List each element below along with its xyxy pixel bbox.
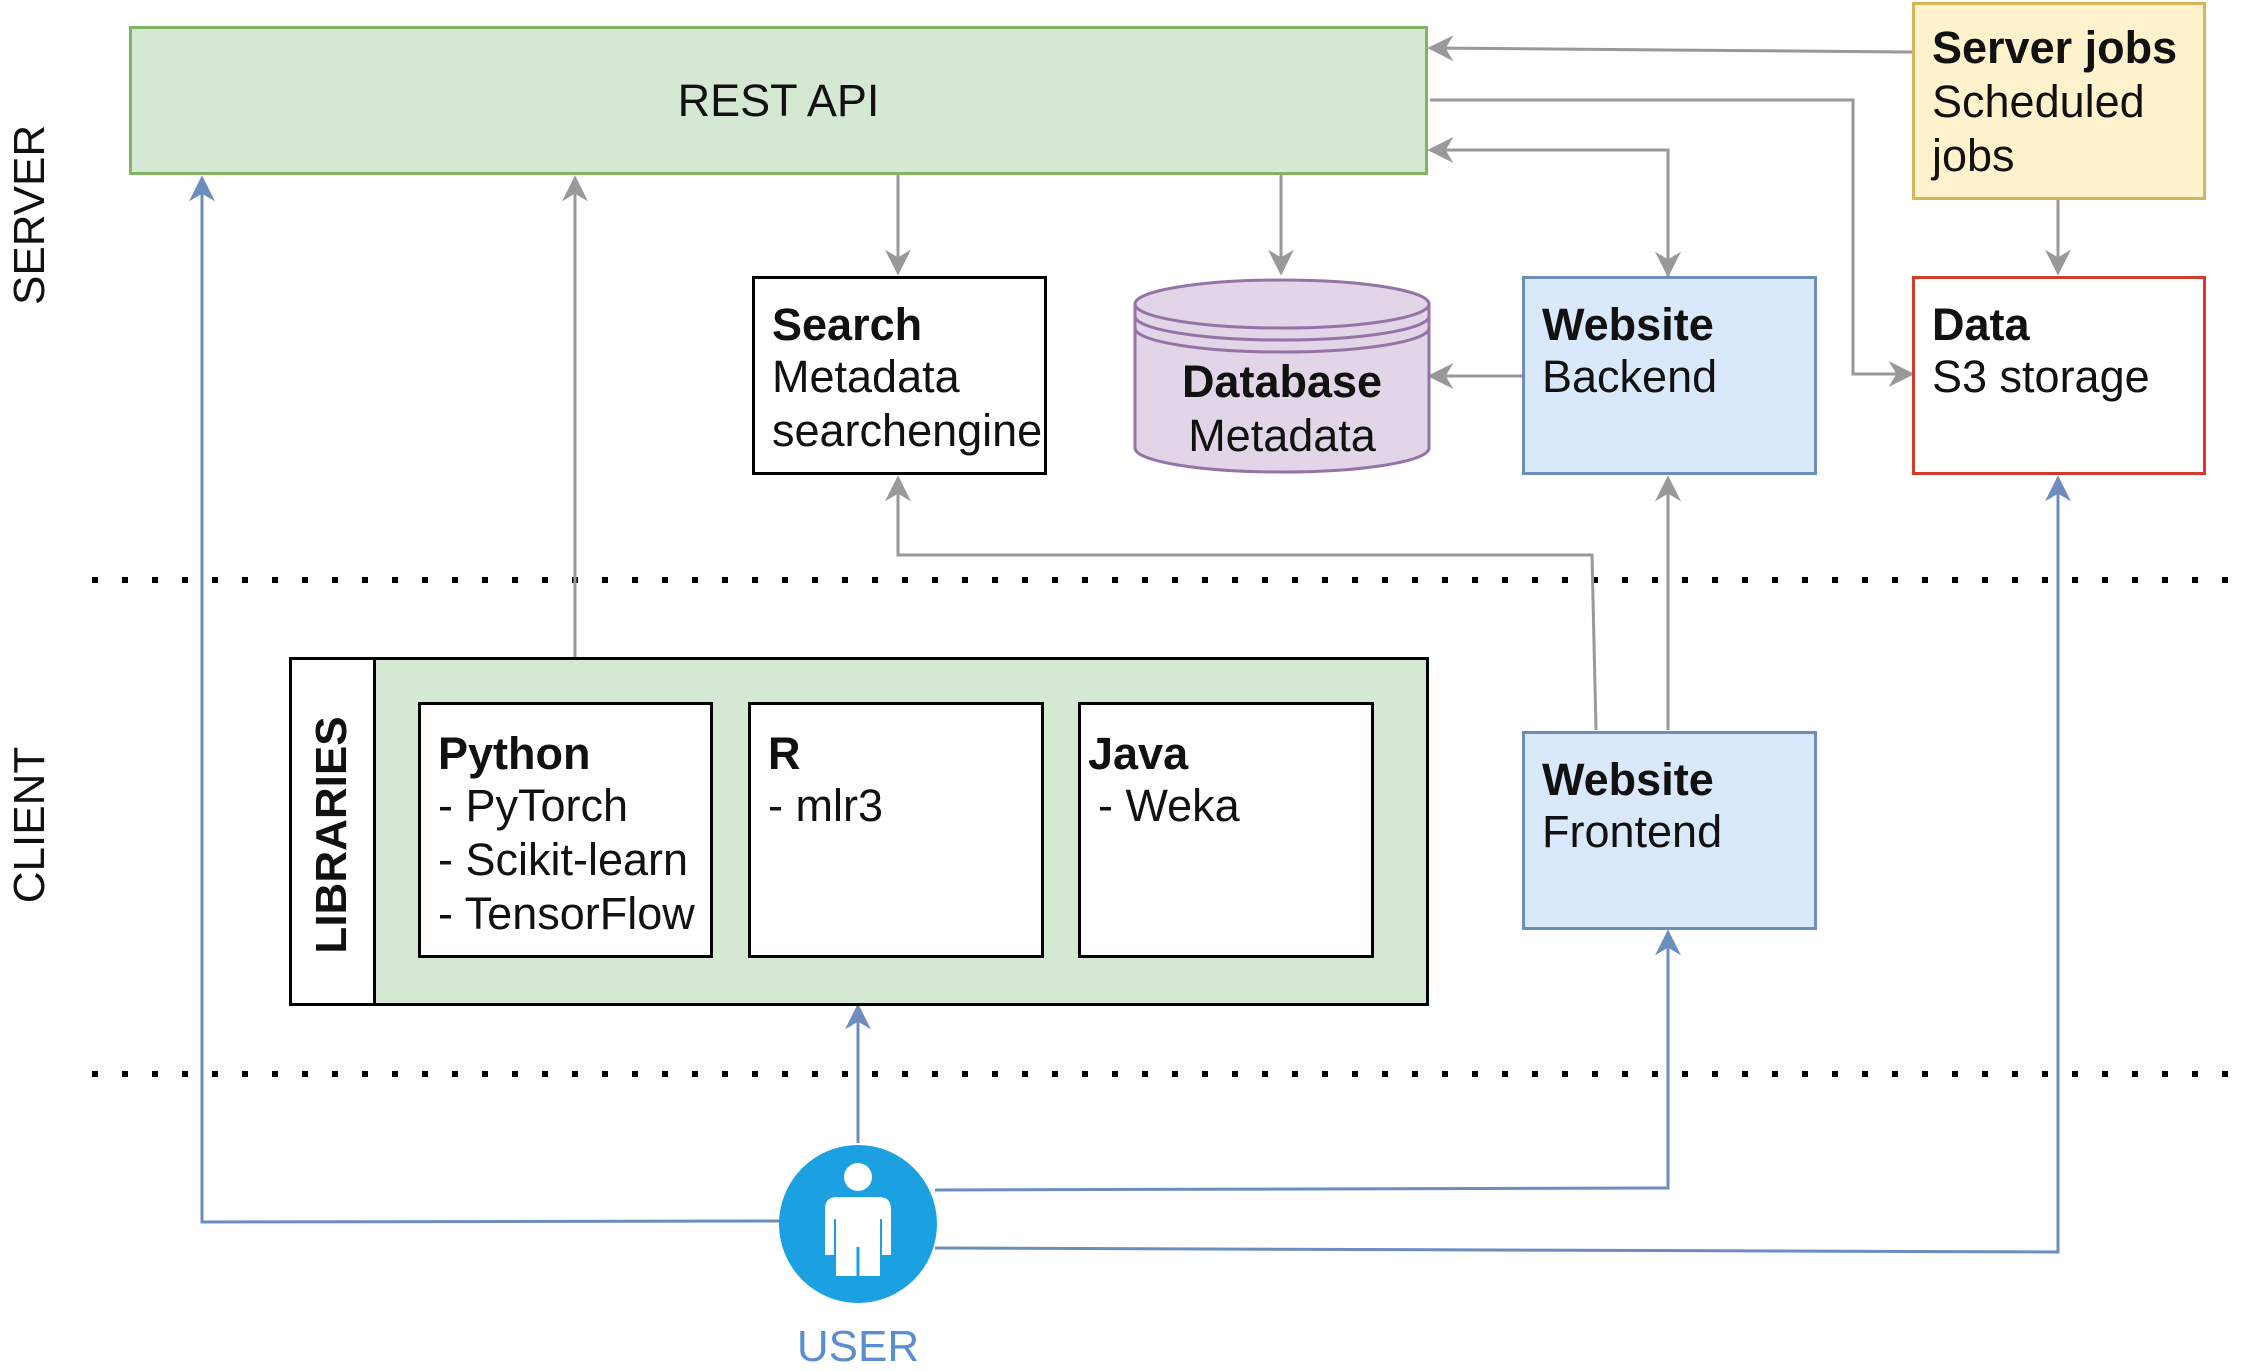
arrow-restapi-to-data (1430, 98, 1915, 387)
website-backend-title: Website (1542, 299, 1714, 350)
database-title: Database (1181, 356, 1383, 407)
library-python-title: Python (438, 728, 591, 779)
arrow-user-to-restapi (189, 175, 781, 1224)
library-python-item: - TensorFlow (438, 888, 695, 939)
user-label: USER (796, 1322, 920, 1371)
user-icon[interactable] (777, 1143, 939, 1305)
search-box[interactable]: Search Metadata searchengine (752, 276, 1047, 475)
library-java-item: - Weka (1098, 780, 1240, 831)
library-python-item: - Scikit-learn (438, 834, 689, 885)
library-python-box[interactable]: Python - PyTorch - Scikit-learn - Tensor… (418, 702, 713, 958)
data-title: Data (1932, 299, 2030, 350)
library-r-item: - mlr3 (768, 780, 883, 831)
arrow-user-to-frontend (934, 929, 1681, 1192)
arrow-backend-to-restapi (1427, 137, 1670, 277)
website-backend-box[interactable]: Website Backend (1522, 276, 1817, 475)
website-frontend-title: Website (1542, 754, 1714, 805)
library-r-title: R (768, 728, 801, 779)
rest-api-label: REST API (677, 75, 880, 126)
server-jobs-line2: jobs (1932, 130, 2015, 181)
arrow-serverjobs-to-restapi (1427, 35, 1913, 62)
website-backend-line1: Backend (1542, 351, 1718, 402)
arrow-user-to-data (934, 475, 2071, 1254)
search-line2: searchengine (772, 405, 1043, 456)
library-r-box[interactable]: R - mlr3 (748, 702, 1044, 958)
website-frontend-box[interactable]: Website Frontend (1522, 731, 1817, 930)
library-java-box[interactable]: Java - Weka (1078, 702, 1374, 958)
server-jobs-title: Server jobs (1932, 22, 2178, 73)
search-line1: Metadata (772, 351, 960, 402)
arrow-frontend-to-search (885, 475, 1598, 731)
libraries-label: LIBRARIES (307, 716, 356, 954)
data-storage-box[interactable]: Data S3 storage (1912, 276, 2206, 475)
data-line1: S3 storage (1932, 351, 2150, 402)
server-jobs-line1: Scheduled (1932, 76, 2145, 127)
libraries-label-strip: LIBRARIES (289, 657, 376, 1006)
library-java-title: Java (1088, 728, 1189, 779)
website-frontend-line1: Frontend (1542, 806, 1723, 857)
database-line1: Metadata (1188, 410, 1376, 461)
section-label-client: CLIENT (5, 746, 54, 904)
library-python-item: - PyTorch (438, 780, 629, 831)
section-label-server: SERVER (5, 124, 54, 305)
server-jobs-box[interactable]: Server jobs Scheduled jobs (1912, 2, 2206, 200)
search-title: Search (772, 299, 923, 350)
rest-api-box[interactable]: REST API (129, 26, 1428, 175)
database-cylinder[interactable] (1132, 274, 1432, 478)
